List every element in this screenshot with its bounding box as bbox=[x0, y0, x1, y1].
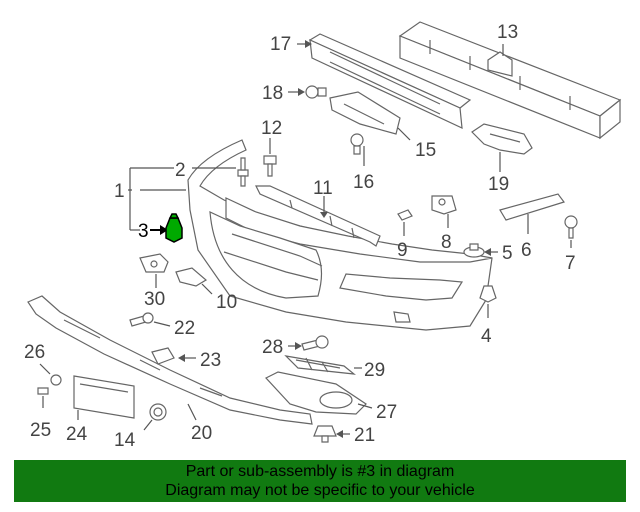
callout-5[interactable]: 5 bbox=[502, 243, 513, 264]
leader-10 bbox=[201, 283, 213, 295]
callout-18[interactable]: 18 bbox=[262, 83, 283, 104]
parts-diagram: 13 17 18 15 16 12 19 bbox=[24, 21, 622, 451]
leader-15 bbox=[397, 127, 411, 141]
callout-1[interactable]: 1 bbox=[114, 181, 125, 202]
info-banner: Part or sub-assembly is #3 in diagram Di… bbox=[14, 460, 626, 502]
callout-19[interactable]: 19 bbox=[488, 174, 509, 195]
part-27-fog-bezel[interactable] bbox=[265, 371, 367, 415]
part-1-bumper-cover[interactable] bbox=[187, 139, 493, 331]
callout-15[interactable]: 15 bbox=[415, 140, 436, 161]
callout-12[interactable]: 12 bbox=[261, 118, 282, 139]
part-30-sensor[interactable] bbox=[139, 253, 169, 273]
callout-23[interactable]: 23 bbox=[200, 350, 221, 371]
part-24-plate-bracket[interactable] bbox=[73, 375, 135, 419]
push-clip-icon[interactable] bbox=[165, 213, 183, 243]
part-29-grille[interactable] bbox=[284, 355, 356, 375]
callout-20[interactable]: 20 bbox=[191, 423, 212, 444]
callout-17[interactable]: 17 bbox=[270, 34, 291, 55]
part-16-bolt[interactable] bbox=[350, 133, 364, 155]
part-2-screw[interactable] bbox=[237, 157, 249, 187]
part-15-bracket[interactable] bbox=[329, 91, 401, 135]
part-4-clip[interactable] bbox=[479, 285, 497, 303]
part-21-clip[interactable] bbox=[313, 425, 337, 443]
leader-22 bbox=[153, 321, 171, 327]
callout-9[interactable]: 9 bbox=[397, 240, 408, 261]
leader-26 bbox=[39, 363, 51, 375]
callout-25[interactable]: 25 bbox=[30, 420, 51, 441]
part-7-clip[interactable] bbox=[564, 215, 578, 239]
part-25-screw[interactable] bbox=[37, 387, 49, 395]
callout-22[interactable]: 22 bbox=[174, 318, 195, 339]
callout-14[interactable]: 14 bbox=[114, 430, 136, 451]
callout-8[interactable]: 8 bbox=[441, 232, 452, 253]
callout-10[interactable]: 10 bbox=[216, 292, 237, 313]
callout-27[interactable]: 27 bbox=[376, 402, 397, 423]
callout-2[interactable]: 2 bbox=[175, 160, 186, 181]
callout-7[interactable]: 7 bbox=[565, 253, 576, 274]
leader-20 bbox=[187, 403, 197, 421]
callout-16[interactable]: 16 bbox=[353, 172, 374, 193]
part-12-bolt[interactable] bbox=[263, 155, 277, 177]
banner-line-2: Diagram may not be specific to your vehi… bbox=[165, 482, 475, 499]
leader-27 bbox=[357, 403, 373, 409]
part-6-molding[interactable] bbox=[499, 193, 565, 221]
part-13-reinforcement-beam[interactable] bbox=[398, 21, 622, 140]
banner-line-1: Part or sub-assembly is #3 in diagram bbox=[185, 463, 455, 480]
part-5-nut[interactable] bbox=[463, 243, 485, 258]
part-22-bolt[interactable] bbox=[129, 312, 154, 327]
part-26-clip[interactable] bbox=[50, 374, 62, 386]
callout-24[interactable]: 24 bbox=[66, 424, 88, 445]
callout-13[interactable]: 13 bbox=[497, 22, 518, 43]
callout-28[interactable]: 28 bbox=[262, 337, 283, 358]
part-18-bolt[interactable] bbox=[305, 85, 327, 99]
callout-3[interactable]: 3 bbox=[138, 221, 149, 242]
part-20-lower-spoiler[interactable] bbox=[27, 295, 313, 425]
callout-11[interactable]: 11 bbox=[313, 178, 333, 199]
part-19-side-bracket[interactable] bbox=[471, 123, 533, 155]
part-17-absorber[interactable] bbox=[308, 33, 472, 129]
callout-29[interactable]: 29 bbox=[364, 360, 385, 381]
callout-30[interactable]: 30 bbox=[144, 289, 165, 310]
callout-4[interactable]: 4 bbox=[481, 326, 492, 347]
part-23-clip[interactable] bbox=[151, 347, 175, 365]
callout-21[interactable]: 21 bbox=[354, 425, 375, 446]
callout-26[interactable]: 26 bbox=[24, 342, 45, 363]
part-9-pin[interactable] bbox=[397, 209, 413, 221]
callout-6[interactable]: 6 bbox=[521, 240, 532, 261]
part-14-bolt[interactable] bbox=[149, 403, 167, 421]
part-11-retainer-strip[interactable] bbox=[255, 185, 381, 247]
part-10-bracket[interactable] bbox=[175, 267, 208, 287]
part-28-bolt[interactable] bbox=[301, 335, 329, 351]
leader-14 bbox=[143, 419, 153, 431]
part-8-bracket[interactable] bbox=[431, 195, 457, 215]
